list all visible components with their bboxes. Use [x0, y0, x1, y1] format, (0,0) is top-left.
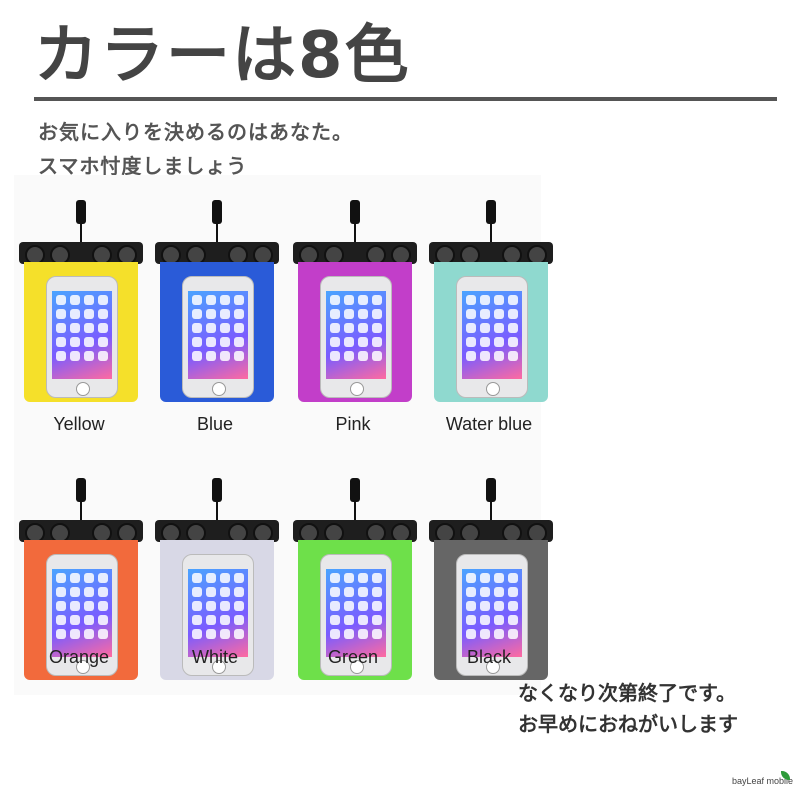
title-divider	[34, 97, 777, 101]
pouch-seal	[155, 242, 279, 265]
phone-icon	[456, 276, 528, 398]
stock-note: なくなり次第終了です。	[518, 681, 736, 705]
pouch-orange	[19, 478, 143, 688]
color-label: Orange	[48, 647, 110, 667]
phone-icon	[456, 554, 528, 676]
color-label: Water blue	[445, 414, 533, 434]
subtitle-line-1: お気に入りを決めるのはあなた。	[38, 120, 353, 144]
lanyard-icon	[350, 200, 360, 242]
phone-icon	[320, 554, 392, 676]
color-label: White	[191, 647, 238, 667]
hurry-note: お早めにおねがいします	[518, 712, 738, 736]
page-title: カラーは8色	[34, 19, 411, 93]
phone-icon	[182, 554, 254, 676]
pouch-black	[429, 478, 553, 688]
color-label: Black	[466, 647, 511, 667]
phone-icon	[182, 276, 254, 398]
lanyard-icon	[350, 478, 360, 520]
pouch-seal	[19, 520, 143, 543]
phone-icon	[46, 554, 118, 676]
pouch-seal	[19, 242, 143, 265]
pouch-seal	[293, 520, 417, 543]
pouch-white	[155, 478, 279, 688]
pouch-bag	[24, 262, 138, 402]
color-label: Blue	[196, 414, 234, 434]
color-label: Yellow	[53, 414, 105, 434]
pouch-bag	[298, 262, 412, 402]
phone-icon	[320, 276, 392, 398]
pouch-bag	[434, 262, 548, 402]
lanyard-icon	[76, 200, 86, 242]
pouch-bag	[24, 540, 138, 680]
lanyard-icon	[486, 200, 496, 242]
pouch-seal	[293, 242, 417, 265]
leaf-icon	[781, 771, 790, 780]
lanyard-icon	[486, 478, 496, 520]
phone-icon	[46, 276, 118, 398]
brand-logo: bayLeaf mobile	[732, 776, 794, 786]
color-label: Green	[327, 647, 379, 667]
pouch-bag	[160, 262, 274, 402]
subtitle-line-2: スマホ忖度しましょう	[38, 154, 248, 178]
pouch-seal	[155, 520, 279, 543]
pouch-bag	[160, 540, 274, 680]
color-label: Pink	[335, 414, 371, 434]
pouch-yellow	[19, 200, 143, 410]
pouch-bag	[434, 540, 548, 680]
pouch-green	[293, 478, 417, 688]
pouch-seal	[429, 520, 553, 543]
pouch-blue	[155, 200, 279, 410]
lanyard-icon	[212, 478, 222, 520]
pouch-water-blue	[429, 200, 553, 410]
lanyard-icon	[76, 478, 86, 520]
pouch-seal	[429, 242, 553, 265]
pouch-pink	[293, 200, 417, 410]
lanyard-icon	[212, 200, 222, 242]
pouch-bag	[298, 540, 412, 680]
